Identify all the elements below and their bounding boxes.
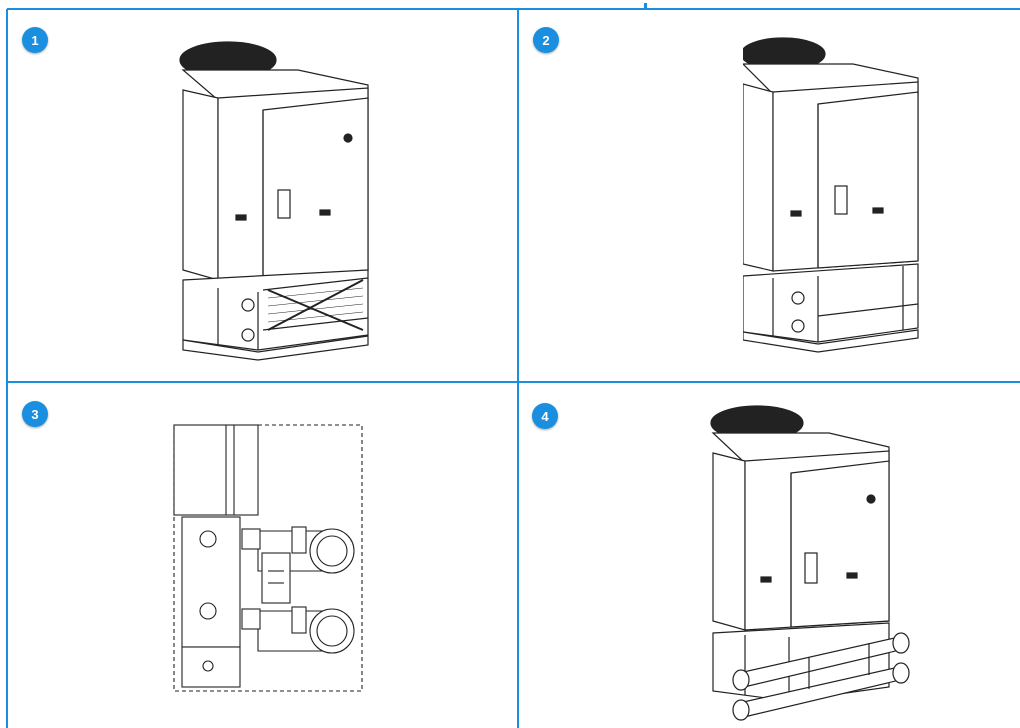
panel-1: 1: [8, 10, 517, 381]
step-badge-4: 4: [532, 403, 558, 429]
pipe-connection-detail-drawing: [173, 424, 363, 692]
step-badge-1: 1: [22, 27, 48, 53]
step-badge-2: 2: [533, 27, 559, 53]
panel-4: 4: [519, 383, 1019, 728]
panel-2: 2: [519, 10, 1019, 381]
unit-drawing-2: [743, 37, 919, 353]
unit-drawing-1: [179, 41, 369, 361]
step-badge-3: 3: [22, 401, 48, 427]
unit-with-pipes-drawing: [710, 405, 910, 721]
panel-3: 3: [8, 383, 517, 728]
